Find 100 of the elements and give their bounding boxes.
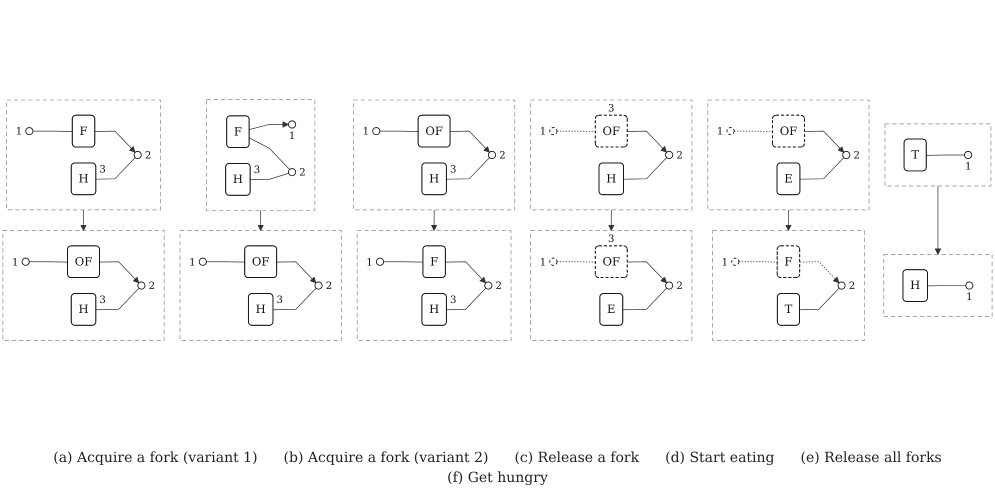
port-number: 1 <box>16 126 22 138</box>
arrow <box>608 210 614 231</box>
node-circle <box>22 258 30 266</box>
node-circle <box>314 282 323 290</box>
cluster <box>530 230 692 341</box>
arrow <box>785 210 792 231</box>
port-number: 1 <box>540 126 546 138</box>
arrow <box>804 130 844 153</box>
port-number: 2 <box>299 168 306 179</box>
cluster <box>884 124 992 186</box>
port-number: 1 <box>189 257 196 268</box>
arrow <box>934 186 942 255</box>
arrow <box>80 210 87 231</box>
arrow <box>249 121 289 130</box>
port-number: 1 <box>722 257 728 268</box>
port-number: 2 <box>148 281 156 292</box>
node-circle <box>198 258 207 266</box>
port-number: 1 <box>288 130 296 142</box>
arrow <box>276 261 316 284</box>
caption: (c) Release a fork <box>514 450 640 466</box>
connector <box>96 157 136 180</box>
connector <box>556 130 596 132</box>
port-number: 3 <box>99 294 106 306</box>
caption: (b) Acquire a fork (variant 2) <box>284 450 488 466</box>
cluster <box>180 230 342 341</box>
port-number: 3 <box>99 164 106 176</box>
port-number: 1 <box>716 126 724 138</box>
arrow <box>100 261 140 284</box>
connector <box>926 154 965 156</box>
node-circle <box>484 282 492 290</box>
node-circle <box>838 282 846 290</box>
port-number: 2 <box>144 150 152 162</box>
port-number: 1 <box>540 257 546 268</box>
arrow <box>627 261 667 284</box>
caption: (f) Get hungry <box>447 470 548 486</box>
arrow <box>445 261 486 284</box>
port-number: 2 <box>326 281 332 292</box>
arrow <box>258 210 264 231</box>
connector <box>250 172 289 180</box>
port-number: 1 <box>366 257 373 268</box>
node-circle <box>372 127 380 136</box>
port-number: 2 <box>496 281 502 292</box>
node-circle <box>288 120 296 128</box>
port-number: 3 <box>254 164 260 176</box>
node-circle <box>731 258 740 266</box>
port-number: 2 <box>848 281 856 292</box>
cluster <box>206 99 316 211</box>
connector <box>738 261 778 262</box>
node-circle <box>964 150 972 160</box>
connector <box>446 157 490 180</box>
cluster <box>530 100 692 210</box>
node-circle <box>965 282 974 290</box>
port-number: 2 <box>854 150 860 162</box>
connector <box>800 288 840 310</box>
node-circle <box>665 282 674 290</box>
cluster <box>6 100 161 210</box>
node-circle <box>488 150 496 160</box>
connector <box>383 261 424 262</box>
connector <box>927 285 966 286</box>
connector <box>206 261 246 262</box>
node-circle <box>549 258 558 266</box>
connector <box>272 288 316 310</box>
node-circle <box>726 127 735 136</box>
caption: (a) Acquire a fork (variant 1) <box>53 450 258 466</box>
connector <box>446 288 486 310</box>
node-circle <box>137 282 146 290</box>
connector <box>32 130 73 132</box>
port-number: 3 <box>450 164 456 176</box>
cluster <box>353 100 516 210</box>
arrow <box>450 130 490 153</box>
node-circle <box>549 127 558 136</box>
port-number: 3 <box>450 294 456 306</box>
connector <box>96 288 140 310</box>
cluster <box>712 230 865 341</box>
connector <box>622 288 668 310</box>
port-number: 1 <box>12 257 18 268</box>
port-number: 2 <box>499 150 506 162</box>
cluster <box>707 100 870 210</box>
port-number: 1 <box>966 292 973 303</box>
port-number: 1 <box>964 161 972 172</box>
connector <box>380 130 419 132</box>
cluster <box>2 230 165 341</box>
connector <box>28 261 68 262</box>
caption: (d) Start eating <box>665 450 774 466</box>
arrow <box>94 130 136 153</box>
connector <box>800 157 844 180</box>
connector <box>734 130 774 132</box>
cluster <box>356 230 512 341</box>
port-number: 3 <box>608 234 614 246</box>
arrow <box>627 130 667 153</box>
port-number: 3 <box>608 104 614 115</box>
node-circle <box>25 127 34 136</box>
port-number: 2 <box>676 150 683 162</box>
port-number: 3 <box>276 294 283 306</box>
node-circle <box>842 150 850 160</box>
caption: (e) Release all forks <box>800 450 942 466</box>
arrow <box>430 210 438 231</box>
connector <box>249 138 290 170</box>
connector <box>624 157 668 180</box>
node-circle <box>288 168 296 176</box>
